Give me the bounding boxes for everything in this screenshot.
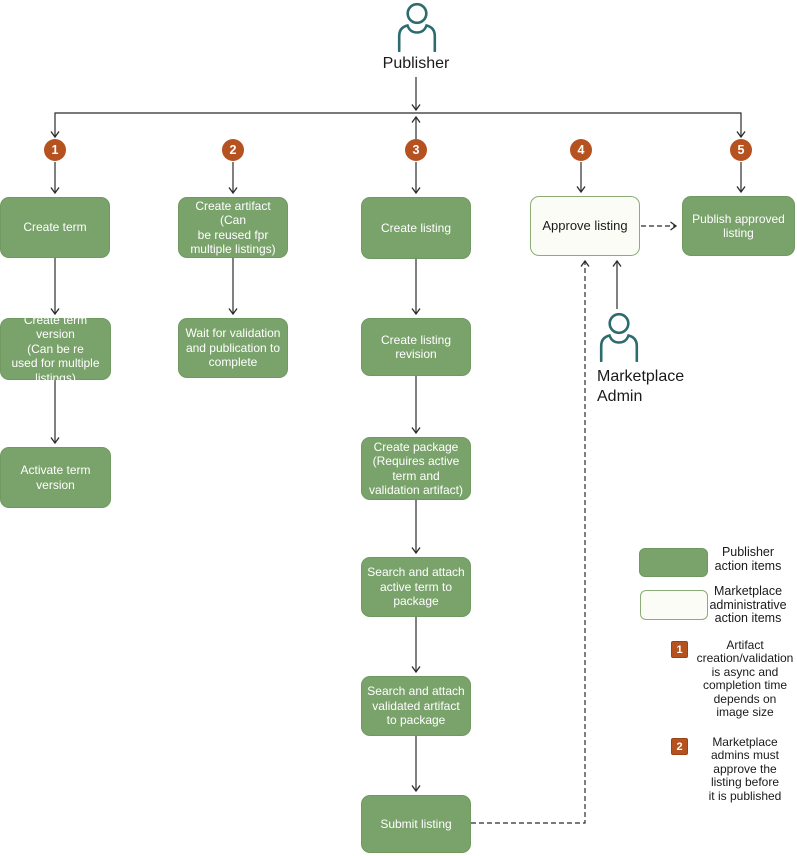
- step-marker-5: 5: [730, 139, 752, 161]
- node-create-term: Create term: [0, 197, 110, 258]
- node-activate-term-version: Activate term version: [0, 447, 111, 508]
- legend-admin-swatch: [640, 590, 708, 620]
- node-submit-listing: Submit listing: [361, 795, 471, 853]
- legend-note-2-marker: 2: [671, 738, 688, 755]
- node-publish-approved-listing: Publish approved listing: [682, 196, 795, 256]
- publisher-person-icon: [395, 2, 439, 57]
- node-search-active-term: Search and attach active term to package: [361, 557, 471, 617]
- node-approve-listing: Approve listing: [530, 196, 640, 256]
- node-create-term-version: Create term version (Can be re used for …: [0, 313, 111, 385]
- distribution-bar: [50, 112, 746, 139]
- step-marker-1: 1: [44, 139, 66, 161]
- step-marker-4: 4: [570, 139, 592, 161]
- legend-note-1-text: Artifact creation/validation is async an…: [696, 638, 794, 720]
- legend-publisher-swatch: [639, 548, 708, 577]
- legend-note-1-marker: 1: [671, 641, 688, 658]
- publisher-label: Publisher: [382, 55, 450, 72]
- legend-admin-label: Marketplace administrative action items: [709, 584, 787, 625]
- node-wait-validation: Wait for validation and publication to c…: [178, 318, 288, 378]
- legend-note-2-text: Marketplace admins must approve the list…: [708, 735, 782, 803]
- legend-publisher-label: Publisher action items: [714, 545, 782, 573]
- node-create-package: Create package (Requires active term and…: [361, 437, 471, 500]
- step-marker-2: 2: [222, 139, 244, 161]
- marketplace-admin-person-icon: [597, 312, 641, 367]
- node-search-validated-artifact: Search and attach validated artifact to …: [361, 676, 471, 736]
- step-marker-3: 3: [405, 139, 427, 161]
- node-create-listing-revision: Create listing revision: [361, 318, 471, 376]
- marketplace-admin-label: Marketplace Admin: [597, 368, 685, 405]
- node-create-listing: Create listing: [361, 197, 471, 259]
- node-create-artifact: Create artifact (Can be reused fpr multi…: [178, 197, 288, 258]
- submit-to-approve-dashed-arrow: [471, 259, 590, 824]
